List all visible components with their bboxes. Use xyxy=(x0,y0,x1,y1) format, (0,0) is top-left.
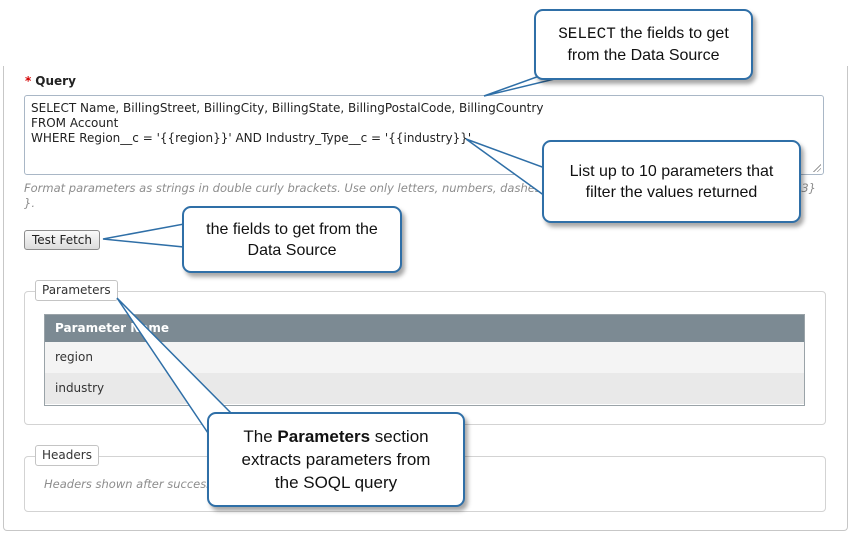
test-fetch-button[interactable]: Test Fetch xyxy=(24,230,100,250)
query-help-text: Format parameters as strings in double c… xyxy=(24,181,824,211)
help-line-2: }. xyxy=(24,196,35,210)
callout-bold-text: Parameters xyxy=(277,427,371,446)
help-line-1: Format parameters as strings in double c… xyxy=(24,181,545,195)
select-keyword: SELECT xyxy=(558,25,616,43)
parameters-table: Parameter Name region industry xyxy=(44,314,805,406)
query-line: WHERE Region__c = '{{region}}' AND Indus… xyxy=(31,131,472,145)
callout-parameters-limit: List up to 10 parameters that filter the… xyxy=(542,140,801,223)
headers-legend: Headers xyxy=(35,445,99,466)
headers-note: Headers shown after successful fetch xyxy=(44,477,260,491)
callout-parameters-section: The Parameters section extracts paramete… xyxy=(207,412,465,507)
parameters-legend: Parameters xyxy=(35,280,118,301)
table-row: region xyxy=(45,342,804,373)
callout-text: The xyxy=(243,427,278,446)
table-row: industry xyxy=(45,373,804,404)
callout-text: the fields to get from the xyxy=(206,220,378,238)
callout-text: the fields to get xyxy=(615,25,729,42)
callout-text: from the Data Source xyxy=(567,47,720,64)
query-line: FROM Account xyxy=(31,116,119,130)
callout-text: filter the values returned xyxy=(585,183,758,201)
callout-text: Data Source xyxy=(247,241,337,259)
callout-text: the SOQL query xyxy=(274,473,398,492)
parameter-name-header: Parameter Name xyxy=(45,315,804,342)
callout-select-fields: SELECT the fields to get from the Data S… xyxy=(534,9,753,80)
query-textarea[interactable]: SELECT Name, BillingStreet, BillingCity,… xyxy=(24,95,824,175)
query-label-text: Query xyxy=(35,74,76,88)
query-line: SELECT Name, BillingStreet, BillingCity,… xyxy=(31,101,544,115)
callout-text: section xyxy=(370,427,429,446)
resize-grip-icon[interactable] xyxy=(813,164,821,172)
callout-fields: the fields to get from the Data Source xyxy=(182,206,402,273)
callout-text: List up to 10 parameters that xyxy=(569,162,774,180)
required-marker: * xyxy=(25,74,32,88)
query-label: *Query xyxy=(25,74,76,88)
callout-text: extracts parameters from xyxy=(241,450,431,469)
